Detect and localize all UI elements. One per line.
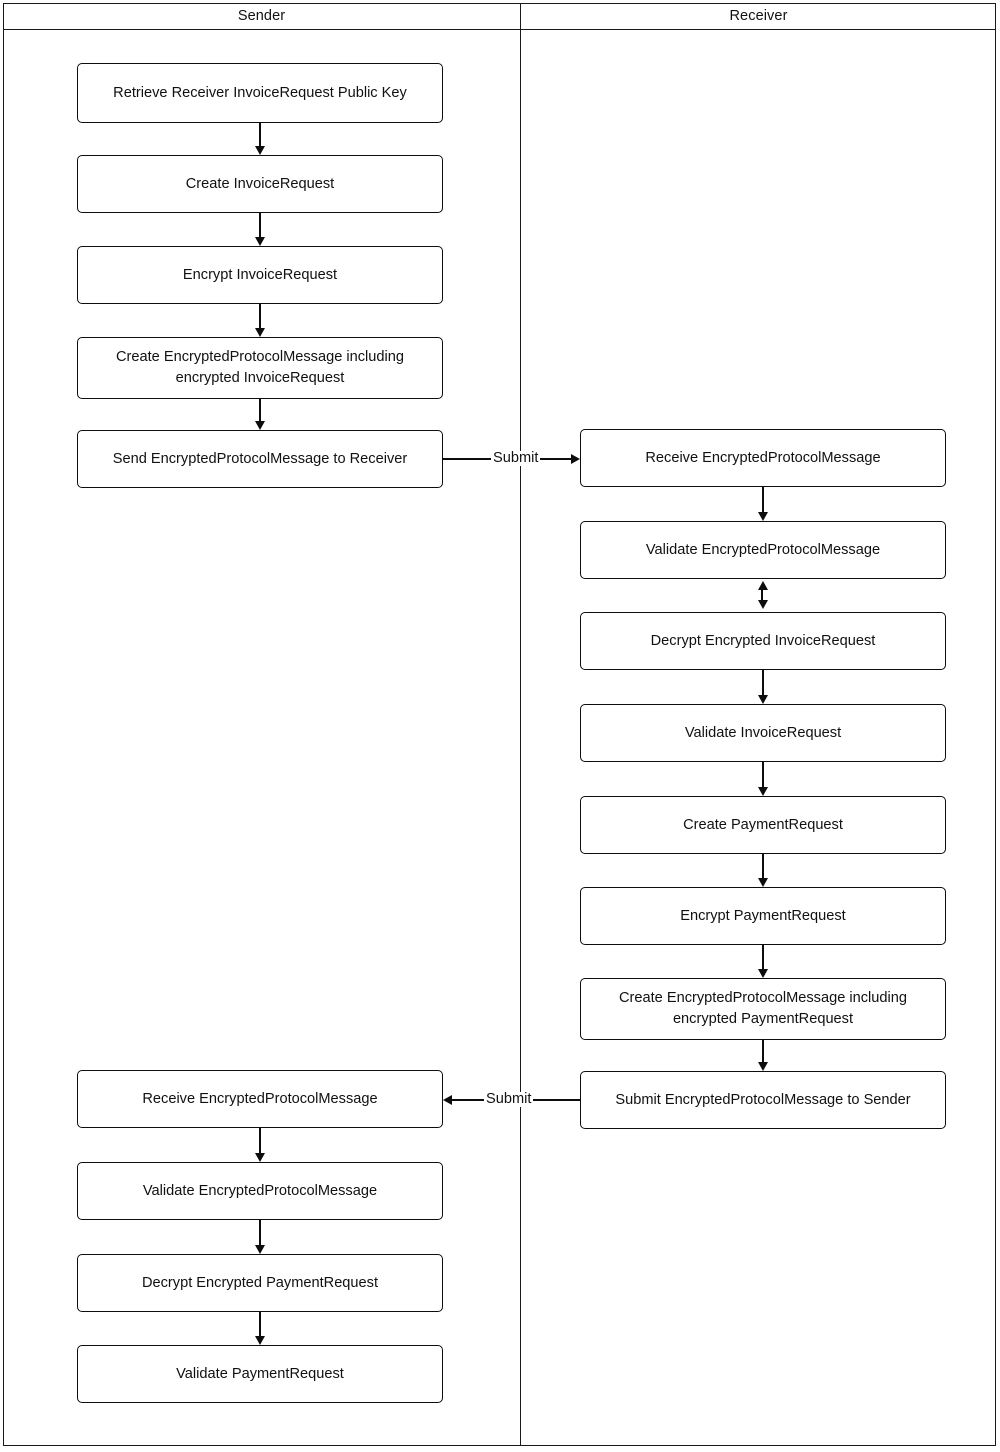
node-validate-invoicerequest[interactable]: Validate InvoiceRequest: [580, 704, 946, 762]
node-receive-encryptedprotocolmessage-sender[interactable]: Receive EncryptedProtocolMessage: [77, 1070, 443, 1128]
connector-r7-r8-line: [762, 1040, 764, 1062]
node-label: Retrieve Receiver InvoiceRequest Public …: [113, 84, 407, 101]
node-label-line2: encrypted InvoiceRequest: [175, 370, 345, 386]
connector-r4-r5-line: [762, 762, 764, 787]
node-label: Validate InvoiceRequest: [684, 724, 842, 741]
connector-s7-s8-arrowhead: [254, 1245, 265, 1254]
node-label: Create EncryptedProtocolMessage includin…: [619, 988, 907, 1029]
node-validate-encryptedprotocolmessage-receiver[interactable]: Validate EncryptedProtocolMessage: [580, 521, 946, 579]
connector-s1-s2-line: [259, 123, 261, 146]
connector-s2-s3-line: [259, 213, 261, 237]
connector-r4-r5-arrowhead: [757, 787, 768, 796]
node-decrypt-encrypted-invoicerequest[interactable]: Decrypt Encrypted InvoiceRequest: [580, 612, 946, 670]
node-label: Receive EncryptedProtocolMessage: [142, 1090, 378, 1107]
edge-label-submit-to-receiver: Submit: [491, 450, 541, 466]
connector-r3-r4-arrowhead: [757, 695, 768, 704]
connector-s2-s3-arrowhead: [254, 237, 265, 246]
node-label: Encrypt InvoiceRequest: [182, 266, 338, 283]
lane-header-receiver-label: Receiver: [729, 8, 788, 24]
connector-s4-s5-line: [259, 399, 261, 421]
node-encrypt-invoicerequest[interactable]: Encrypt InvoiceRequest: [77, 246, 443, 304]
connector-r6-r7-arrowhead: [757, 969, 768, 978]
connector-s8-s9-arrowhead: [254, 1336, 265, 1345]
node-label: Create PaymentRequest: [683, 816, 843, 833]
lane-header-sender-label: Sender: [237, 8, 286, 24]
lane-header-receiver: Receiver: [521, 3, 996, 30]
connector-s3-s4-line: [259, 304, 261, 328]
node-label-line1: Create EncryptedProtocolMessage includin…: [619, 990, 907, 1007]
connector-s7-s8-line: [259, 1220, 261, 1245]
connector-s1-s2-arrowhead: [254, 146, 265, 155]
node-label-line1: Create EncryptedProtocolMessage includin…: [116, 349, 404, 366]
connector-r3-r4-line: [762, 670, 764, 695]
lane-header-sender: Sender: [3, 3, 521, 30]
node-label: Decrypt Encrypted PaymentRequest: [141, 1274, 379, 1291]
lane-divider: [520, 30, 521, 1446]
node-create-paymentrequest[interactable]: Create PaymentRequest: [580, 796, 946, 854]
connector-r7-r8-arrowhead: [757, 1062, 768, 1071]
node-label-line2: encrypted PaymentRequest: [672, 1011, 854, 1027]
node-label: Encrypt PaymentRequest: [680, 907, 846, 924]
connector-r2-r3-arrowhead-up: [757, 581, 768, 590]
connector-s6-s7-arrowhead: [254, 1153, 265, 1162]
node-label: Receive EncryptedProtocolMessage: [645, 449, 881, 466]
node-submit-encryptedprotocolmessage-to-sender[interactable]: Submit EncryptedProtocolMessage to Sende…: [580, 1071, 946, 1129]
edge-label-submit-to-sender: Submit: [484, 1091, 534, 1107]
node-send-encryptedprotocolmessage-to-receiver[interactable]: Send EncryptedProtocolMessage to Receive…: [77, 430, 443, 488]
node-encrypt-paymentrequest[interactable]: Encrypt PaymentRequest: [580, 887, 946, 945]
connector-s8-s9-line: [259, 1312, 261, 1336]
node-label: Validate EncryptedProtocolMessage: [645, 541, 881, 558]
connector-r1-r2-arrowhead: [757, 512, 768, 521]
diagram-frame: [3, 3, 996, 1446]
connector-r1-r2-line: [762, 487, 764, 512]
node-create-encryptedprotocolmessage-invoicerequest[interactable]: Create EncryptedProtocolMessage includin…: [77, 337, 443, 399]
connector-submit-to-receiver-arrowhead: [571, 453, 580, 464]
node-create-invoicerequest[interactable]: Create InvoiceRequest: [77, 155, 443, 213]
connector-submit-to-sender-arrowhead: [443, 1094, 452, 1105]
node-receive-encryptedprotocolmessage-receiver[interactable]: Receive EncryptedProtocolMessage: [580, 429, 946, 487]
node-decrypt-encrypted-paymentrequest[interactable]: Decrypt Encrypted PaymentRequest: [77, 1254, 443, 1312]
node-label: Create EncryptedProtocolMessage includin…: [116, 347, 404, 388]
node-label: Send EncryptedProtocolMessage to Receive…: [112, 450, 408, 467]
connector-r6-r7-line: [762, 945, 764, 969]
node-validate-paymentrequest[interactable]: Validate PaymentRequest: [77, 1345, 443, 1403]
connector-r5-r6-line: [762, 854, 764, 878]
connector-r2-r3-arrowhead-down: [757, 600, 768, 609]
node-label: Validate PaymentRequest: [176, 1365, 344, 1382]
node-create-encryptedprotocolmessage-paymentrequest[interactable]: Create EncryptedProtocolMessage includin…: [580, 978, 946, 1040]
connector-s6-s7-line: [259, 1128, 261, 1153]
node-validate-encryptedprotocolmessage-sender[interactable]: Validate EncryptedProtocolMessage: [77, 1162, 443, 1220]
connector-s4-s5-arrowhead: [254, 421, 265, 430]
connector-r5-r6-arrowhead: [757, 878, 768, 887]
node-label: Create InvoiceRequest: [185, 175, 335, 192]
node-retrieve-receiver-public-key[interactable]: Retrieve Receiver InvoiceRequest Public …: [77, 63, 443, 123]
node-label: Validate EncryptedProtocolMessage: [142, 1182, 378, 1199]
connector-r2-r3-line: [761, 588, 763, 600]
connector-s3-s4-arrowhead: [254, 328, 265, 337]
node-label: Submit EncryptedProtocolMessage to Sende…: [615, 1091, 911, 1108]
node-label: Decrypt Encrypted InvoiceRequest: [650, 632, 876, 649]
